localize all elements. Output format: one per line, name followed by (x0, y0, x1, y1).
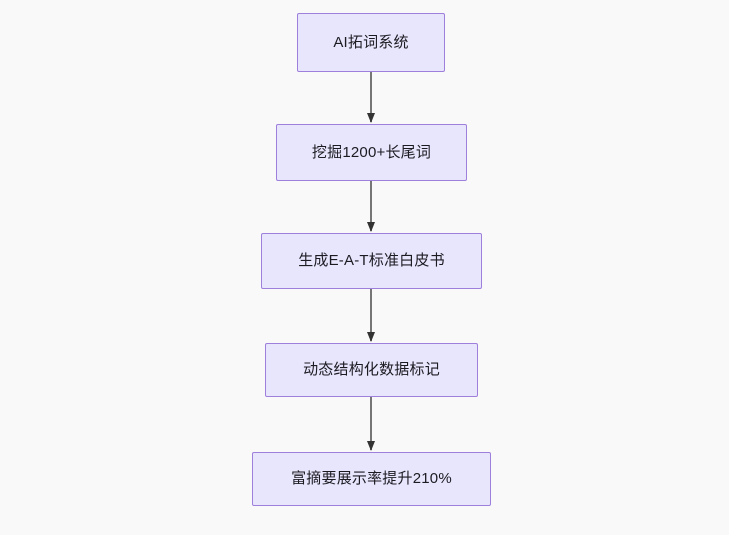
flow-node-label: AI拓词系统 (333, 33, 409, 51)
flow-node-ai-keyword-system[interactable]: AI拓词系统 (297, 13, 445, 72)
flow-node-dynamic-structured-data-markup[interactable]: 动态结构化数据标记 (265, 343, 478, 397)
flow-node-rich-snippet-impression-uplift[interactable]: 富摘要展示率提升210% (252, 452, 491, 506)
flow-node-label: 挖掘1200+长尾词 (311, 143, 432, 161)
flow-node-label: 富摘要展示率提升210% (291, 470, 452, 487)
flow-node-label: 生成E-A-T标准白皮书 (298, 252, 445, 269)
flow-node-label: 动态结构化数据标记 (303, 361, 440, 378)
flow-node-generate-eat-whitepaper[interactable]: 生成E-A-T标准白皮书 (261, 233, 482, 289)
flow-node-mine-longtail-keywords[interactable]: 挖掘1200+长尾词 (276, 124, 467, 181)
